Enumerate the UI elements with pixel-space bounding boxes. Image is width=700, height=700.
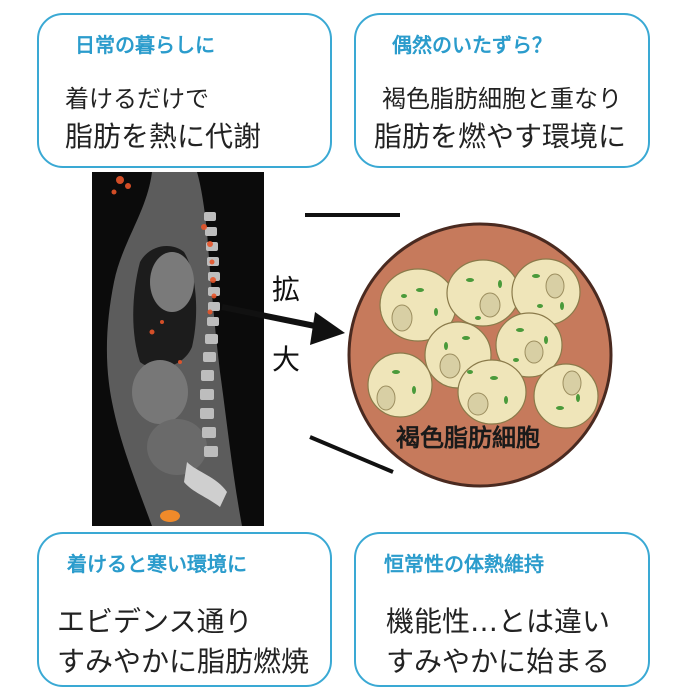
info-card-coincidence: 偶然のいたずら？ 褐色脂肪細胞と重なり 脂肪を燃やす環境に [354, 13, 650, 168]
card-line: 着けるだけで [65, 85, 209, 113]
zoom-label-enlarge-1: 拡 [272, 273, 301, 306]
brown-fat-cell-label: 褐色脂肪細胞 [396, 424, 540, 452]
card-line: 機能性…とは違い [386, 605, 611, 638]
brown-fat-cells [367, 258, 599, 429]
card-line: すみやかに始まる [386, 645, 611, 678]
zoom-guide-line-bottom [309, 435, 394, 474]
card-line: エビデンス通り [57, 605, 253, 638]
zoom-label-enlarge-2: 大 [272, 343, 301, 376]
ct-scan-image [92, 172, 264, 526]
card-heading: 着けると寒い環境に [67, 552, 247, 576]
card-line: 褐色脂肪細胞と重なり [382, 85, 622, 113]
card-heading: 偶然のいたずら？ [392, 33, 552, 57]
info-card-cold-environment: 着けると寒い環境に エビデンス通り すみやかに脂肪燃焼 [37, 532, 332, 687]
card-line: 脂肪を熱に代謝 [65, 120, 262, 153]
info-card-daily-life: 日常の暮らしに 着けるだけで 脂肪を熱に代謝 [37, 13, 332, 168]
card-line: 脂肪を燃やす環境に [374, 120, 627, 153]
info-card-homeostasis: 恒常性の体熱維持 機能性…とは違い すみやかに始まる [354, 532, 650, 687]
card-line: すみやかに脂肪燃焼 [57, 645, 310, 678]
card-heading: 恒常性の体熱維持 [384, 552, 544, 576]
card-heading: 日常の暮らしに [75, 33, 215, 57]
